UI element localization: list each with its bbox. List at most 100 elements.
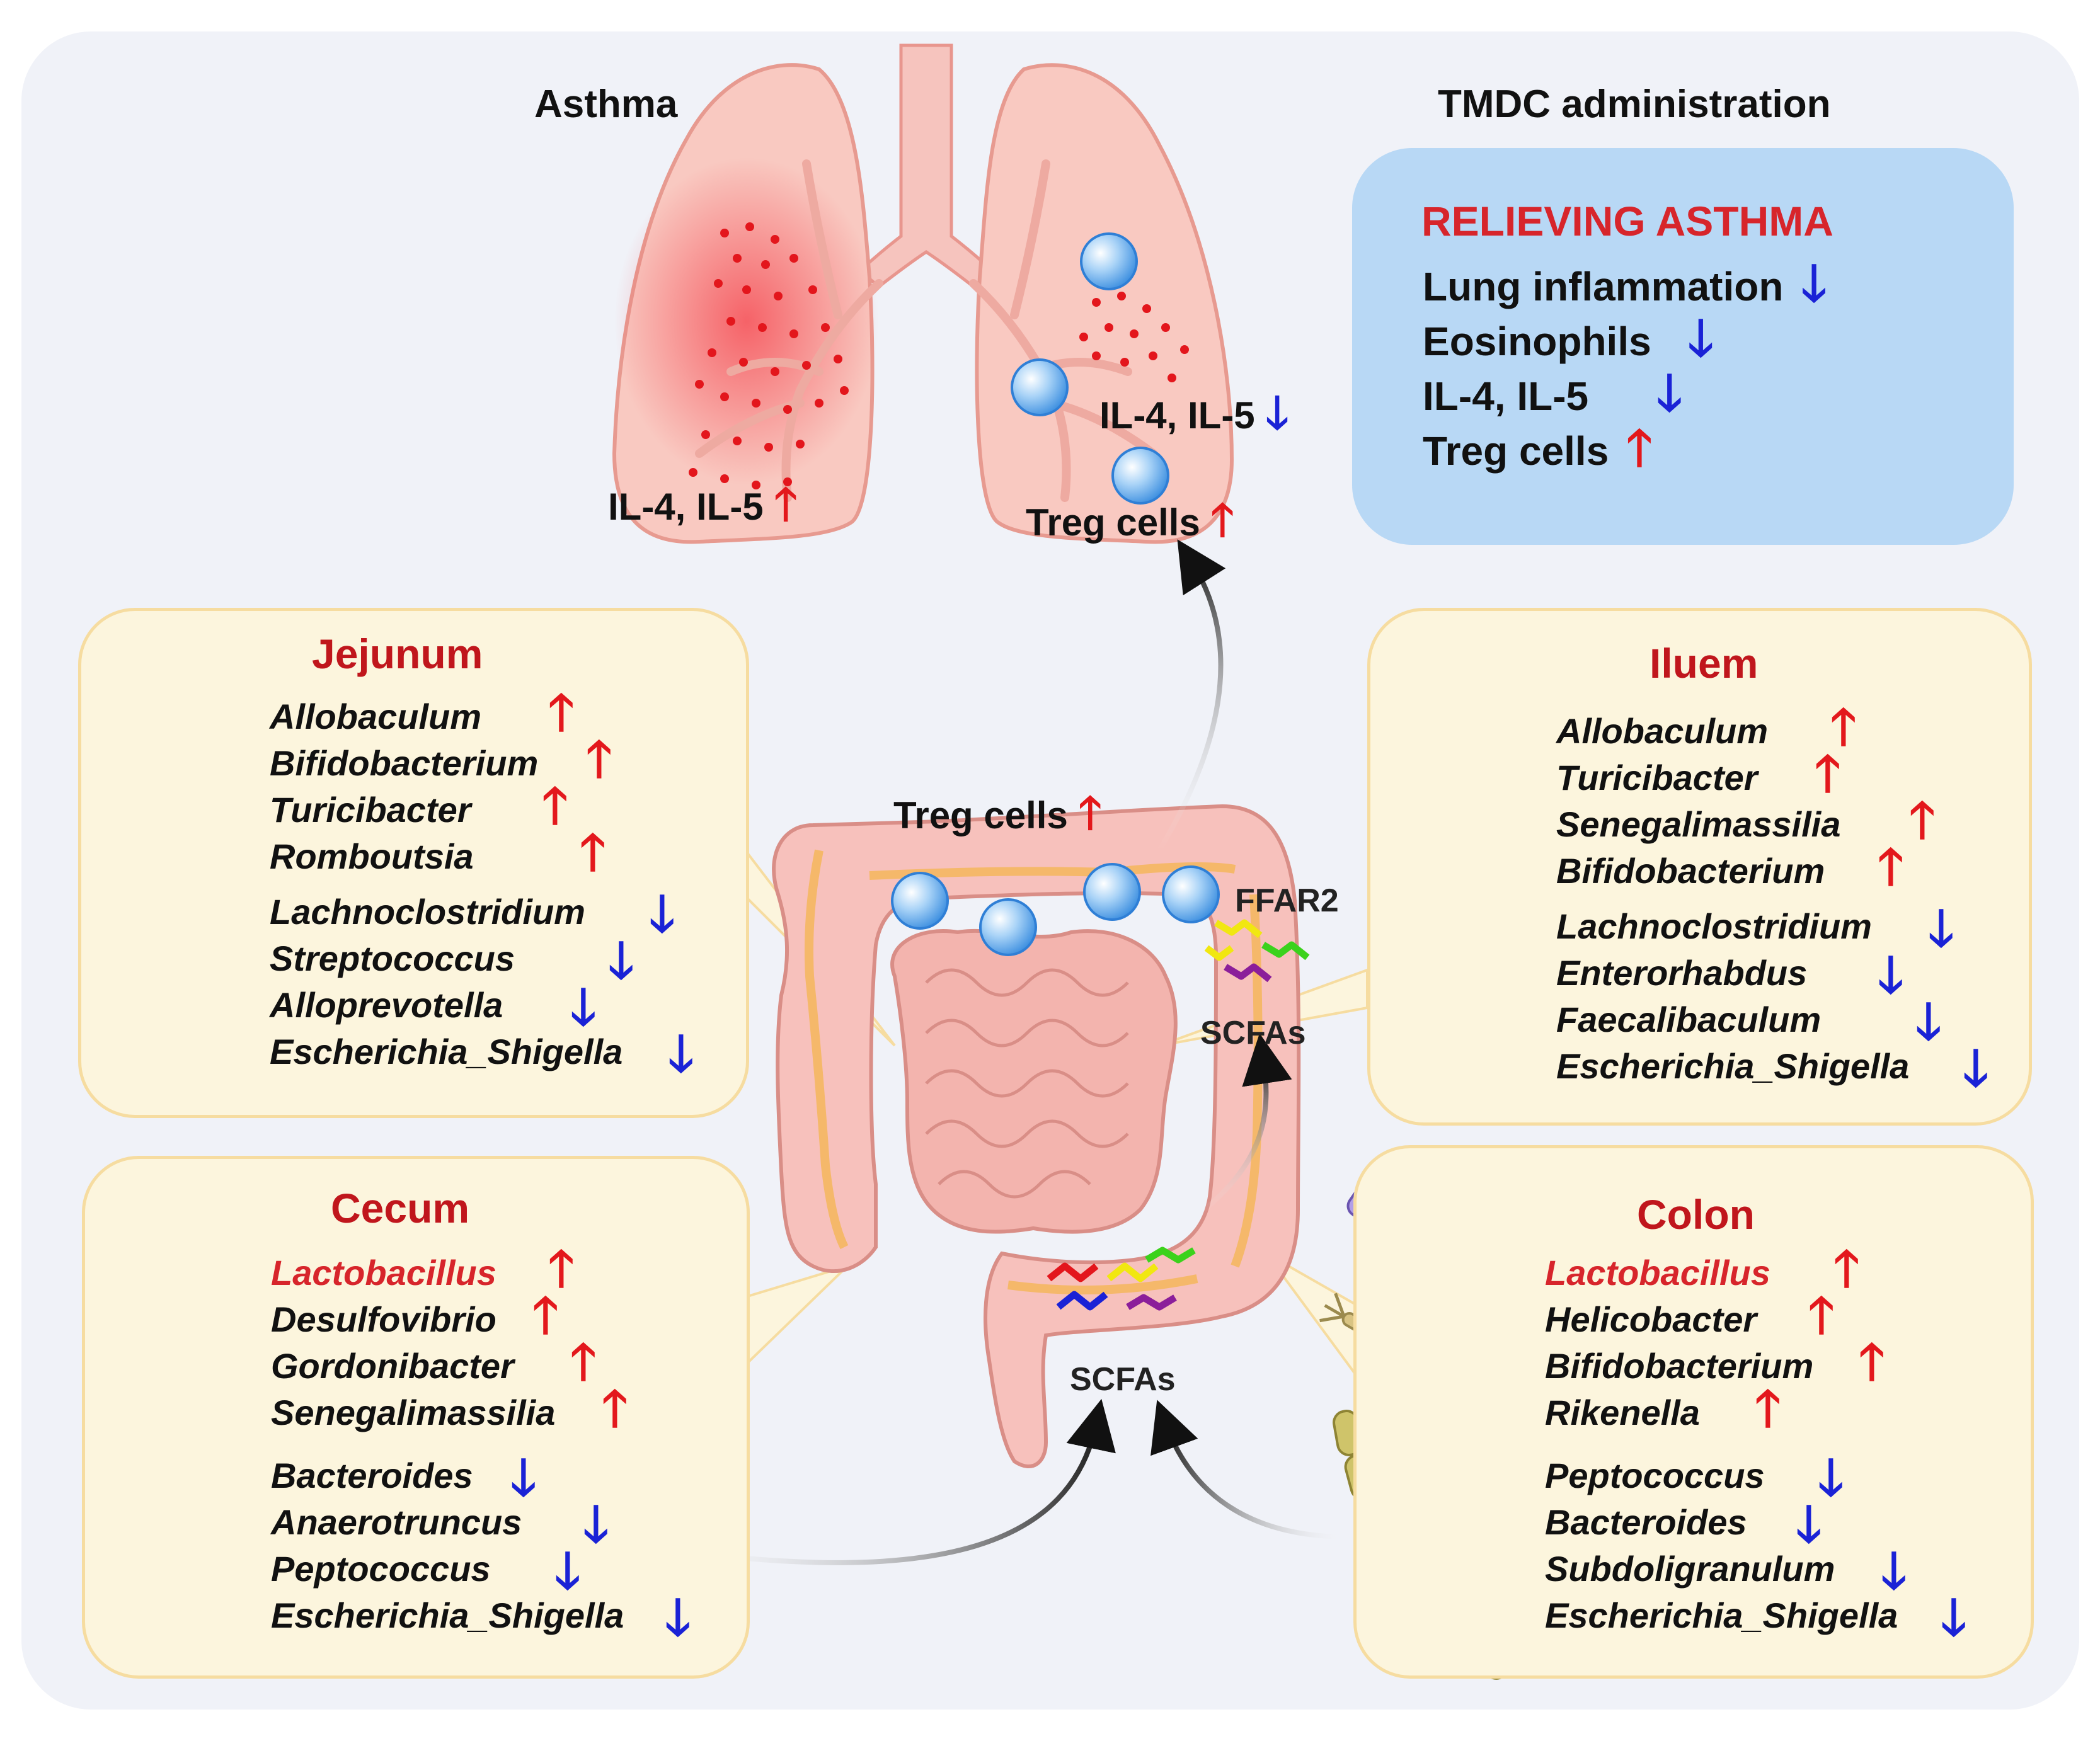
down-arrow-icon: 🡓 [1963, 1040, 1989, 1096]
jejunum-panel [78, 608, 749, 1118]
down-arrow-icon: 🡓 [1801, 255, 1827, 311]
down-arrow-icon: 🡓 [554, 1543, 581, 1599]
jejunum-bacterium-0: Allobaculum [270, 697, 482, 736]
jejunum-bacterium-1: Bifidobacterium [270, 743, 539, 783]
ffar2-label: FFAR2 [1235, 882, 1339, 919]
treg-cells-lung [1011, 232, 1169, 505]
lung-right-marker-2: Treg cells 🡑 [1026, 498, 1234, 544]
gut-treg-label: Treg cells 🡑 [893, 791, 1102, 837]
scfa-molecules [1047, 919, 1310, 1311]
up-arrow-icon: 🡑 [1808, 1287, 1835, 1343]
relief-item-label: Lung inflammation [1423, 264, 1784, 309]
ileum-bacterium-7: Escherichia_Shigella [1556, 1046, 1910, 1086]
intestine-illustration [772, 804, 1310, 1469]
up-arrow-icon: 🡑 [1815, 745, 1841, 801]
down-arrow-icon: 🡓 [649, 886, 675, 942]
colon-bacterium-7: Escherichia_Shigella [1545, 1595, 1898, 1635]
relieving-asthma-box: RELIEVING ASTHMA Lung inflammation 🡓 Eos… [1352, 148, 2014, 545]
jejunum-bacterium-5: Streptococcus [270, 939, 515, 978]
ileum-bacterium-2: Senegalimassilia [1556, 804, 1841, 844]
down-arrow-icon: 🡓 [1796, 1496, 1822, 1552]
lung-left-marker: IL-4, IL-5 🡑 [608, 482, 798, 528]
gut-treg-label-text: Treg cells [893, 794, 1068, 836]
down-arrow-icon: 🡓 [665, 1589, 691, 1645]
down-arrow-icon: 🡓 [583, 1496, 609, 1552]
colon-bacterium-2: Bifidobacterium [1545, 1346, 1814, 1386]
up-arrow-icon: 🡑 [1210, 495, 1234, 545]
up-arrow-icon: 🡑 [532, 1287, 559, 1343]
down-arrow-icon: 🡓 [608, 932, 634, 988]
down-arrow-icon: 🡓 [1265, 388, 1289, 438]
cecum-bacterium-4: Bacteroides [271, 1456, 473, 1495]
up-arrow-icon: 🡑 [1078, 788, 1102, 838]
down-arrow-icon: 🡓 [510, 1449, 537, 1505]
lung-right-marker-1-text: IL-4, IL-5 [1099, 394, 1255, 437]
up-arrow-icon: 🡑 [1626, 420, 1653, 476]
ileum-bacterium-1: Turicibacter [1556, 758, 1758, 797]
inflammation-dots [689, 222, 1189, 489]
cecum-bacterium-3: Senegalimassilia [271, 1393, 556, 1432]
up-arrow-icon: 🡑 [580, 824, 606, 880]
down-arrow-icon: 🡓 [1656, 365, 1683, 421]
up-arrow-icon: 🡑 [1755, 1380, 1781, 1436]
up-arrow-icon: 🡑 [548, 1240, 575, 1296]
scfa-label-upper: SCFAs [1200, 1015, 1306, 1051]
jejunum-bacterium-2: Turicibacter [270, 790, 471, 830]
ileum-bacterium-5: Enterorhabdus [1556, 953, 1808, 993]
relief-item-label: IL-4, IL-5 [1423, 374, 1589, 419]
cecum-bacterium-7: Escherichia_Shigella [271, 1595, 624, 1635]
cecum-bacterium-0: Lactobacillus [271, 1253, 496, 1293]
jejunum-bacterium-4: Lachnoclostridium [270, 892, 585, 932]
relief-item: Treg cells 🡑 [1423, 423, 1653, 474]
ileum-bacterium-0: Allobaculum [1556, 711, 1769, 751]
colon-bacterium-1: Helicobacter [1545, 1299, 1757, 1339]
cecum-bacterium-6: Peptococcus [271, 1549, 491, 1589]
up-arrow-icon: 🡑 [1909, 792, 1936, 848]
relief-item: IL-4, IL-5 🡓 [1423, 368, 1683, 420]
arrow-colon-panel-to-scfa [1150, 1400, 1349, 1539]
lung-right-marker-2-text: Treg cells [1026, 501, 1200, 544]
jejunum-bacterium-6: Alloprevotella [270, 985, 503, 1025]
lung-left-marker-text: IL-4, IL-5 [608, 486, 764, 528]
up-arrow-icon: 🡑 [1878, 838, 1904, 894]
up-arrow-icon: 🡑 [548, 684, 575, 740]
ileum-bacterium-4: Lachnoclostridium [1556, 906, 1872, 946]
asthma-label: Asthma [534, 83, 678, 126]
relief-item-label: Treg cells [1423, 428, 1609, 474]
colon-bacterium-3: Rikenella [1545, 1393, 1700, 1432]
relief-title: RELIEVING ASTHMA [1421, 198, 1833, 244]
up-arrow-icon: 🡑 [570, 1333, 597, 1390]
jejunum-bacterium-7: Escherichia_Shigella [270, 1032, 623, 1071]
cecum-bacterium-2: Gordonibacter [271, 1346, 514, 1386]
ileum-bacterium-6: Faecalibaculum [1556, 1000, 1822, 1039]
up-arrow-icon: 🡑 [1833, 1240, 1860, 1296]
tmdc-label: TMDC administration [1438, 83, 1831, 126]
colon-bacterium-5: Bacteroides [1545, 1502, 1747, 1542]
trachea [858, 43, 995, 289]
up-arrow-icon: 🡑 [542, 777, 568, 833]
up-arrow-icon: 🡑 [602, 1380, 628, 1436]
arrow-cecum-to-colon [1195, 1033, 1292, 1218]
colon-bacterium-6: Subdoligranulum [1545, 1549, 1835, 1589]
arrow-gut-to-lung [1157, 539, 1226, 852]
arrow-cecum-panel-to-scfa [667, 1398, 1116, 1565]
up-arrow-icon: 🡑 [774, 479, 798, 530]
down-arrow-icon: 🡓 [1881, 1543, 1907, 1599]
up-arrow-icon: 🡑 [586, 731, 612, 787]
relief-item: Eosinophils 🡓 [1423, 313, 1714, 365]
relief-item-label: Eosinophils [1423, 319, 1651, 364]
cecum-bacterium-1: Desulfovibrio [271, 1299, 496, 1339]
colon-bacterium-0: Lactobacillus [1545, 1253, 1770, 1293]
colon-bacterium-4: Peptococcus [1545, 1456, 1765, 1495]
treg-cells-gut [891, 863, 1220, 956]
cecum-panel [82, 1156, 750, 1679]
down-arrow-icon: 🡓 [1941, 1589, 1967, 1645]
up-arrow-icon: 🡑 [1859, 1333, 1885, 1390]
jejunum-title: Jejunum [312, 631, 483, 677]
relief-item: Lung inflammation 🡓 [1423, 258, 1827, 310]
colon-panel [1353, 1145, 2034, 1679]
ileum-panel [1367, 608, 2032, 1126]
down-arrow-icon: 🡓 [1915, 993, 1942, 1049]
down-arrow-icon: 🡓 [1878, 947, 1904, 1003]
ileum-bacterium-3: Bifidobacterium [1556, 851, 1825, 891]
